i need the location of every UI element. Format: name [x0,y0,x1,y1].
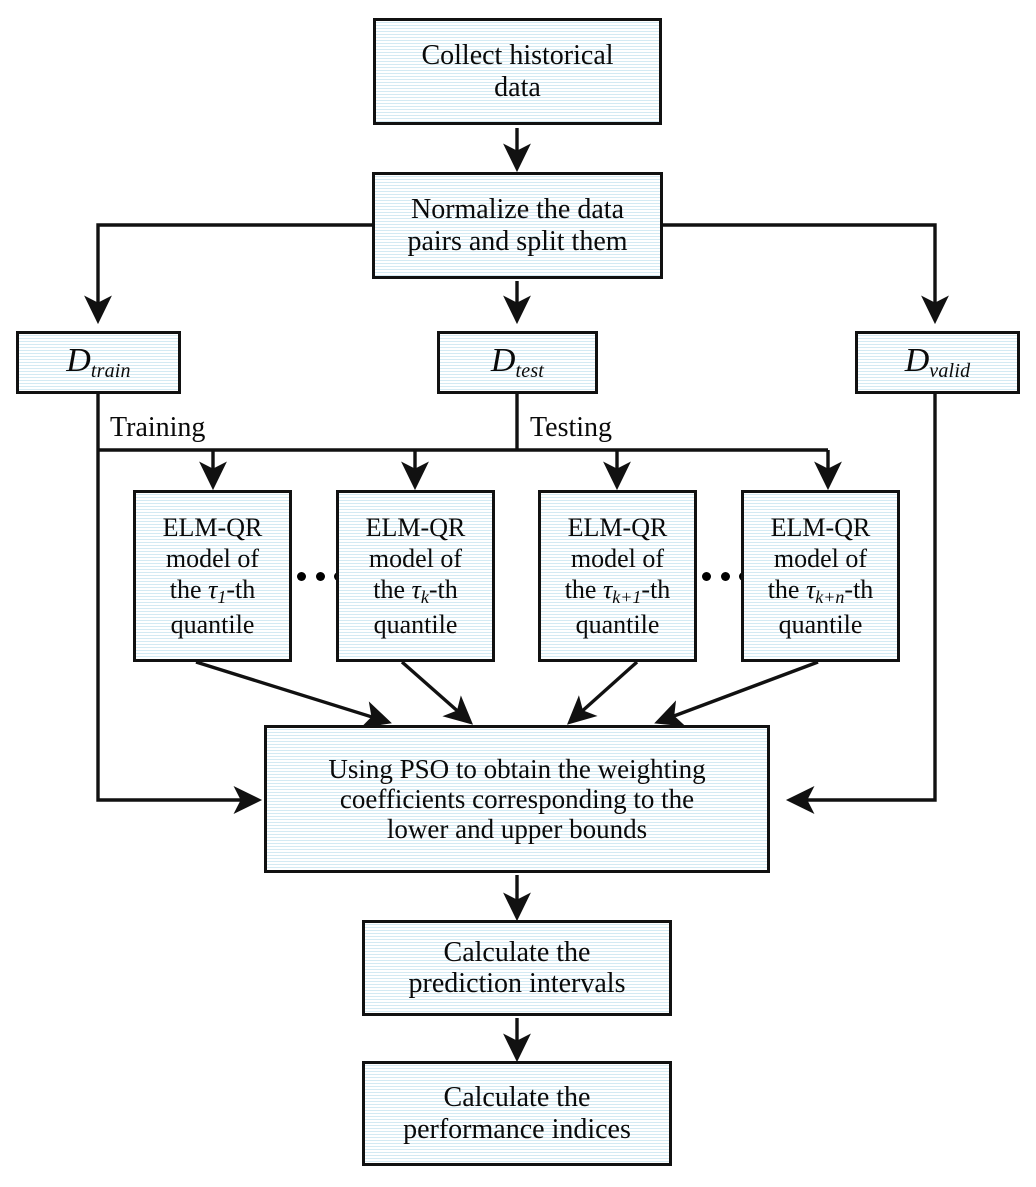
node-pso-label: Using PSO to obtain the weighting coeffi… [328,753,706,845]
edge-normalize-to-dvalid [663,223,949,325]
edge-elm4-to-pso [654,660,819,727]
node-collect-label: Collect historical data [421,40,614,103]
node-normalize-label: Normalize the data pairs and split them [407,194,628,257]
node-indices-label: Calculate the performance indices [403,1082,631,1145]
node-d-valid[interactable]: Dvalid [855,331,1020,394]
node-d-test-label: Dtest [490,342,545,383]
node-d-test[interactable]: Dtest [437,331,598,394]
ellipsis-dot [702,571,711,581]
ellipsis-dot [315,571,325,581]
node-pso-weighting[interactable]: Using PSO to obtain the weighting coeffi… [264,725,770,873]
ellipsis-dot [720,571,730,581]
node-calculate-prediction-intervals[interactable]: Calculate the prediction intervals [362,920,672,1016]
node-d-train-label: Dtrain [66,342,131,383]
edge-label-testing: Testing [530,412,613,443]
node-collect-historical-data[interactable]: Collect historical data [373,18,662,125]
node-calculate-performance-indices[interactable]: Calculate the performance indices [362,1061,672,1166]
node-intervals-label: Calculate the prediction intervals [408,936,626,999]
edge-elm3-to-pso [566,660,639,725]
edge-elm2-to-pso [400,660,474,725]
edge-label-training: Training [110,412,206,443]
node-d-valid-label: Dvalid [904,342,971,383]
edge-elm1-to-pso [195,660,392,729]
edge-normalize-to-dtrain [84,223,372,325]
ellipsis-dot [297,571,306,581]
node-normalize-data[interactable]: Normalize the data pairs and split them [372,172,663,279]
node-d-train[interactable]: Dtrain [16,331,181,394]
